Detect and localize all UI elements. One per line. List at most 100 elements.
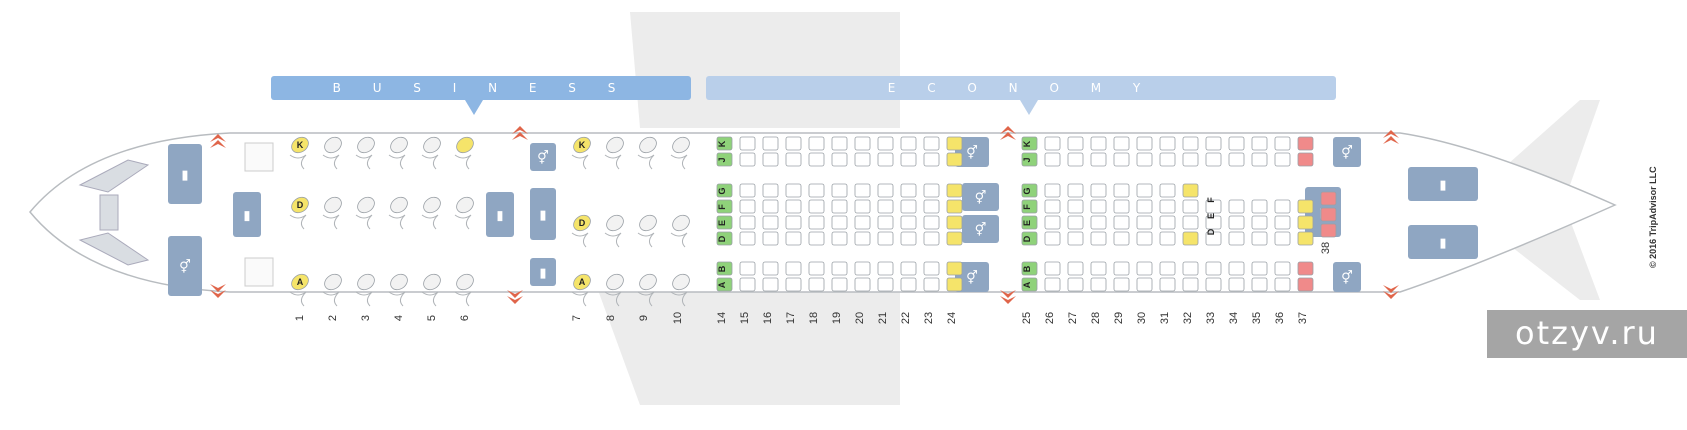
economy-seat [785,261,802,276]
seat-letter: E [1022,220,1032,226]
row-number: 1 [294,315,306,321]
seat-letter: D [297,200,304,210]
row-number: 25 [1021,312,1033,324]
exit-arrow-icon [512,132,528,140]
row-number: 17 [785,312,797,324]
economy-seat [808,261,825,276]
economy-seat [1297,231,1314,246]
economy-seat [1067,183,1084,198]
row-number: 36 [1274,312,1286,324]
economy-seat [923,215,940,230]
economy-seat [854,183,871,198]
economy-seat [1044,152,1061,167]
economy-seat [946,183,963,198]
economy-seat [1067,215,1084,230]
business-seat [324,273,342,291]
economy-seat [808,152,825,167]
business-seat [357,136,375,154]
economy-seat [1159,231,1176,246]
economy-seat [1090,261,1107,276]
economy-seat [1044,261,1061,276]
seat-letter: E [1206,213,1216,219]
economy-seat [1182,183,1199,198]
economy-seat [900,261,917,276]
seat-letter: A [579,277,586,287]
closet-icon [244,257,274,287]
business-seat [606,136,624,154]
galley-icon: ▮ [496,208,503,223]
economy-seat [762,231,779,246]
economy-seat [1205,277,1222,292]
business-seat [324,196,342,214]
economy-seat [1182,152,1199,167]
economy-seat [1136,136,1153,151]
economy-seat [877,136,894,151]
economy-seat [1113,231,1130,246]
economy-seat [1136,183,1153,198]
business-seat-footrest [670,232,688,248]
row-number: 5 [426,315,438,321]
economy-seat [762,152,779,167]
business-seat [324,136,342,154]
economy-seat [1182,136,1199,151]
watermark: otzyv.ru [1487,310,1687,358]
economy-seat [1182,215,1199,230]
economy-cabin-banner: E C O N O M Y [706,76,1336,100]
row-number: 31 [1159,312,1171,324]
economy-seat [1274,261,1291,276]
economy-seat [1251,277,1268,292]
economy-seat [923,231,940,246]
business-cabin-banner: B U S I N E S S [271,76,691,100]
business-seat [291,273,309,291]
seat-letter: K [1022,140,1032,147]
exit-arrow-icon [1383,136,1399,144]
lavatory-icon: ⚥ [179,259,191,274]
row-number: 6 [459,315,471,321]
exit-arrow-icon [1000,296,1016,304]
economy-seat [762,136,779,151]
economy-seat [1320,207,1337,222]
economy-seat [1113,183,1130,198]
economy-seat [1251,199,1268,214]
economy-seat [739,277,756,292]
business-seat [357,273,375,291]
economy-seat [900,183,917,198]
business-seat [456,136,474,154]
economy-seat [1021,152,1038,167]
economy-seat [831,199,848,214]
economy-seat [1021,261,1038,276]
economy-seat [739,199,756,214]
economy-seat [808,183,825,198]
economy-seat [808,136,825,151]
economy-seat [923,277,940,292]
economy-seat [785,277,802,292]
business-seat-footrest [637,232,655,248]
lavatory-area [530,143,556,171]
business-seat [606,273,624,291]
row-number: 23 [923,312,935,324]
business-seat-footrest [604,291,622,307]
exit-arrow-icon [507,296,523,304]
economy-seat [1159,183,1176,198]
lavatory-icon: ⚥ [1341,270,1353,285]
row-number: 34 [1228,312,1240,324]
economy-seat [739,261,756,276]
business-seat [423,136,441,154]
row-number: 9 [638,315,650,321]
seat-letter: K [579,140,586,150]
economy-seat [1113,261,1130,276]
business-seat-footrest [322,214,340,230]
galley-icon: ▮ [539,207,546,222]
economy-seat [1320,191,1337,206]
economy-seat [831,277,848,292]
cockpit-window [99,194,119,231]
copyright-notice: © 2016 TripAdvisor LLC [1648,166,1658,268]
business-seat-footrest [454,154,472,170]
business-seat [573,214,591,232]
economy-seat [1251,261,1268,276]
economy-seat [1297,277,1314,292]
economy-seat [1136,231,1153,246]
economy-seat [1297,136,1314,151]
